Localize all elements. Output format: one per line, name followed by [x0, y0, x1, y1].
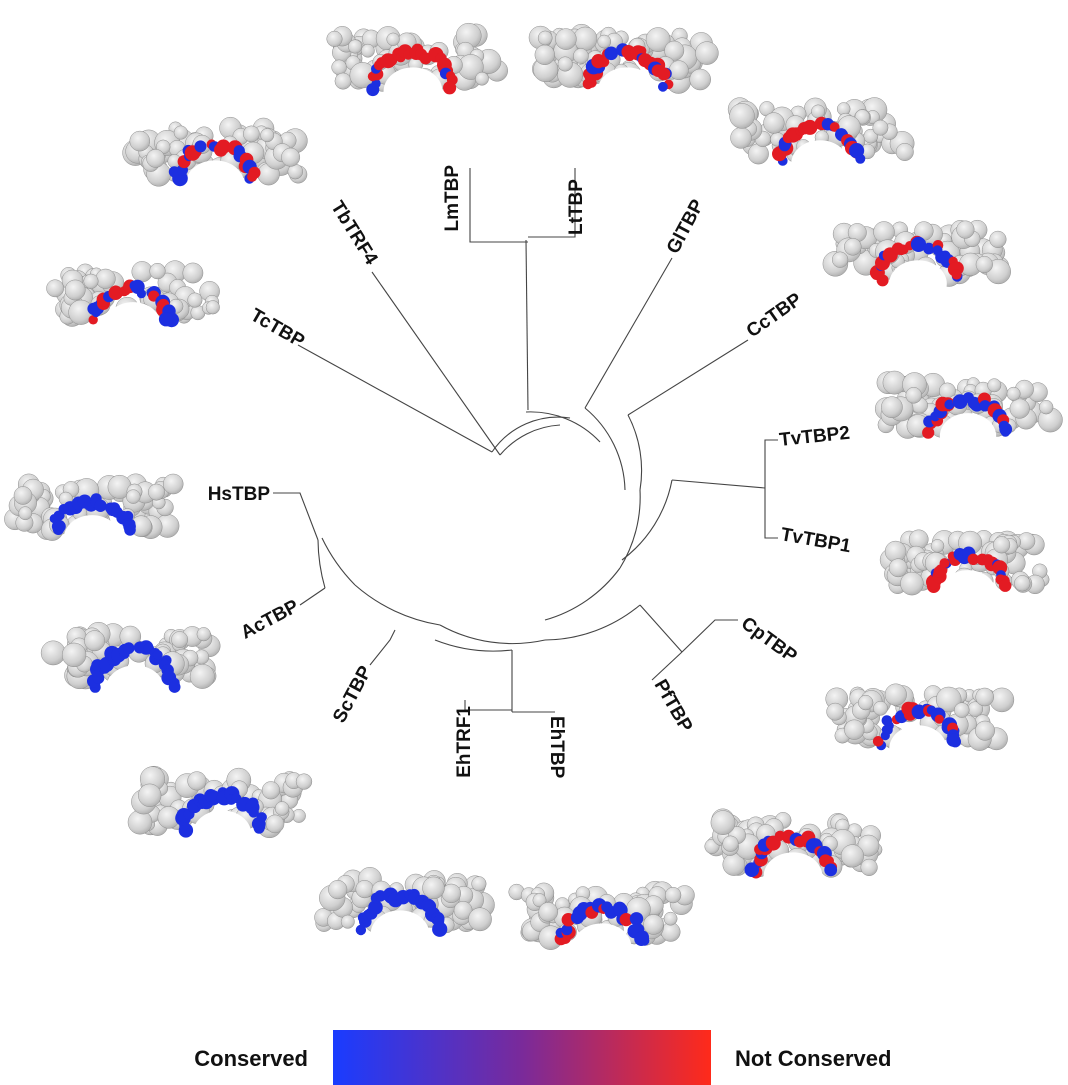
branch-lmtbp [469, 168, 528, 243]
arc-yeast [354, 584, 441, 626]
arc-animal [317, 539, 326, 589]
leaf-label-hstbp: HsTBP [208, 484, 271, 505]
branch-sctbp [369, 629, 396, 666]
branch-cptbp [681, 619, 738, 653]
protein-structure-actbp [40, 621, 221, 714]
leaf-label-cctbp: CcTBP [743, 289, 806, 342]
leaf-label-gltbp: GlTBP [663, 196, 709, 257]
leaf-label-actbp: AcTBP [237, 596, 302, 644]
arc-trichomonas [621, 479, 673, 561]
branch-tvtbp1 [764, 488, 778, 539]
branch-actbp [299, 587, 326, 606]
leaf-label-cptbp: CpTBP [737, 613, 801, 667]
protein-structure-pftbp [704, 808, 883, 901]
leaf-label-sctbp: ScTBP [329, 662, 376, 726]
branch-cctbp [627, 339, 749, 416]
leaf-label-tctbp: TcTBP [247, 305, 309, 353]
leaf-label-tbtrf4: TbTRF4 [326, 198, 382, 269]
conservation-legend: Conserved Not Conserved [194, 1030, 891, 1085]
leaf-label-ehtrf1: EhTRF1 [454, 706, 475, 778]
arc-entamoeba [434, 639, 513, 652]
protein-structure-tbtrf4 [122, 116, 308, 209]
branch-trichomonas-node [671, 479, 766, 489]
protein-structure-lttbp [528, 23, 719, 116]
branch-ehtrf1 [464, 700, 512, 711]
leaf-label-lttbp: LtTBP [566, 179, 587, 235]
protein-structure-tctbp [46, 260, 220, 349]
branch-tbtrf4 [371, 271, 501, 456]
protein-structure-sctbp [127, 765, 313, 859]
arc-kinetoplastid-3 [525, 411, 601, 443]
arc-kinetoplastid-2 [491, 416, 571, 453]
protein-structure-cptbp [825, 683, 1015, 773]
leaf-label-tvtbp2: TvTBP2 [778, 423, 851, 451]
legend-not-conserved-label: Not Conserved [735, 1046, 891, 1071]
protein-structure-gltbp [727, 97, 915, 188]
leaf-label-lmtbp: LmTBP [442, 165, 463, 232]
arc-main-left [321, 537, 356, 586]
arc-main-right [619, 489, 641, 569]
branch-apicomplexa [639, 604, 683, 653]
protein-structures [4, 22, 1063, 972]
protein-structure-cctbp [822, 219, 1011, 308]
protein-structure-hstbp [4, 473, 184, 562]
arc-apicomplexa [544, 604, 641, 641]
protein-structure-lmtbp [326, 22, 508, 116]
tree-branches [273, 168, 778, 713]
leaf-label-pftbp: PfTBP [650, 676, 697, 736]
branch-leishmania-node [525, 239, 529, 411]
branch-pftbp [651, 651, 683, 681]
branch-lttbp [528, 168, 576, 238]
leaf-labels: LmTBP LtTBP GlTBP CcTBP TvTBP2 TvTBP1 Cp… [208, 165, 853, 779]
arc-main-bottom [439, 624, 546, 645]
arc-cc [627, 414, 643, 491]
arc-main-lower [544, 567, 621, 621]
branch-hstbp [273, 492, 319, 541]
leaf-label-ehtbp: EhTBP [546, 716, 567, 779]
protein-structure-ehtrf1 [314, 867, 495, 959]
arc-gl-cc [584, 407, 626, 491]
protein-structure-tvtbp1 [879, 529, 1050, 617]
leaf-label-tvtbp1: TvTBP1 [779, 524, 853, 557]
protein-structure-tvtbp2 [874, 370, 1063, 460]
legend-color-bar [333, 1030, 711, 1085]
legend-conserved-label: Conserved [194, 1046, 308, 1071]
branch-gltbp [584, 257, 673, 409]
protein-structure-ehtbp [508, 880, 695, 972]
branch-tctbp [297, 344, 493, 453]
branch-tvtbp2 [764, 439, 778, 488]
arc-kinetoplastid-1 [499, 424, 561, 456]
